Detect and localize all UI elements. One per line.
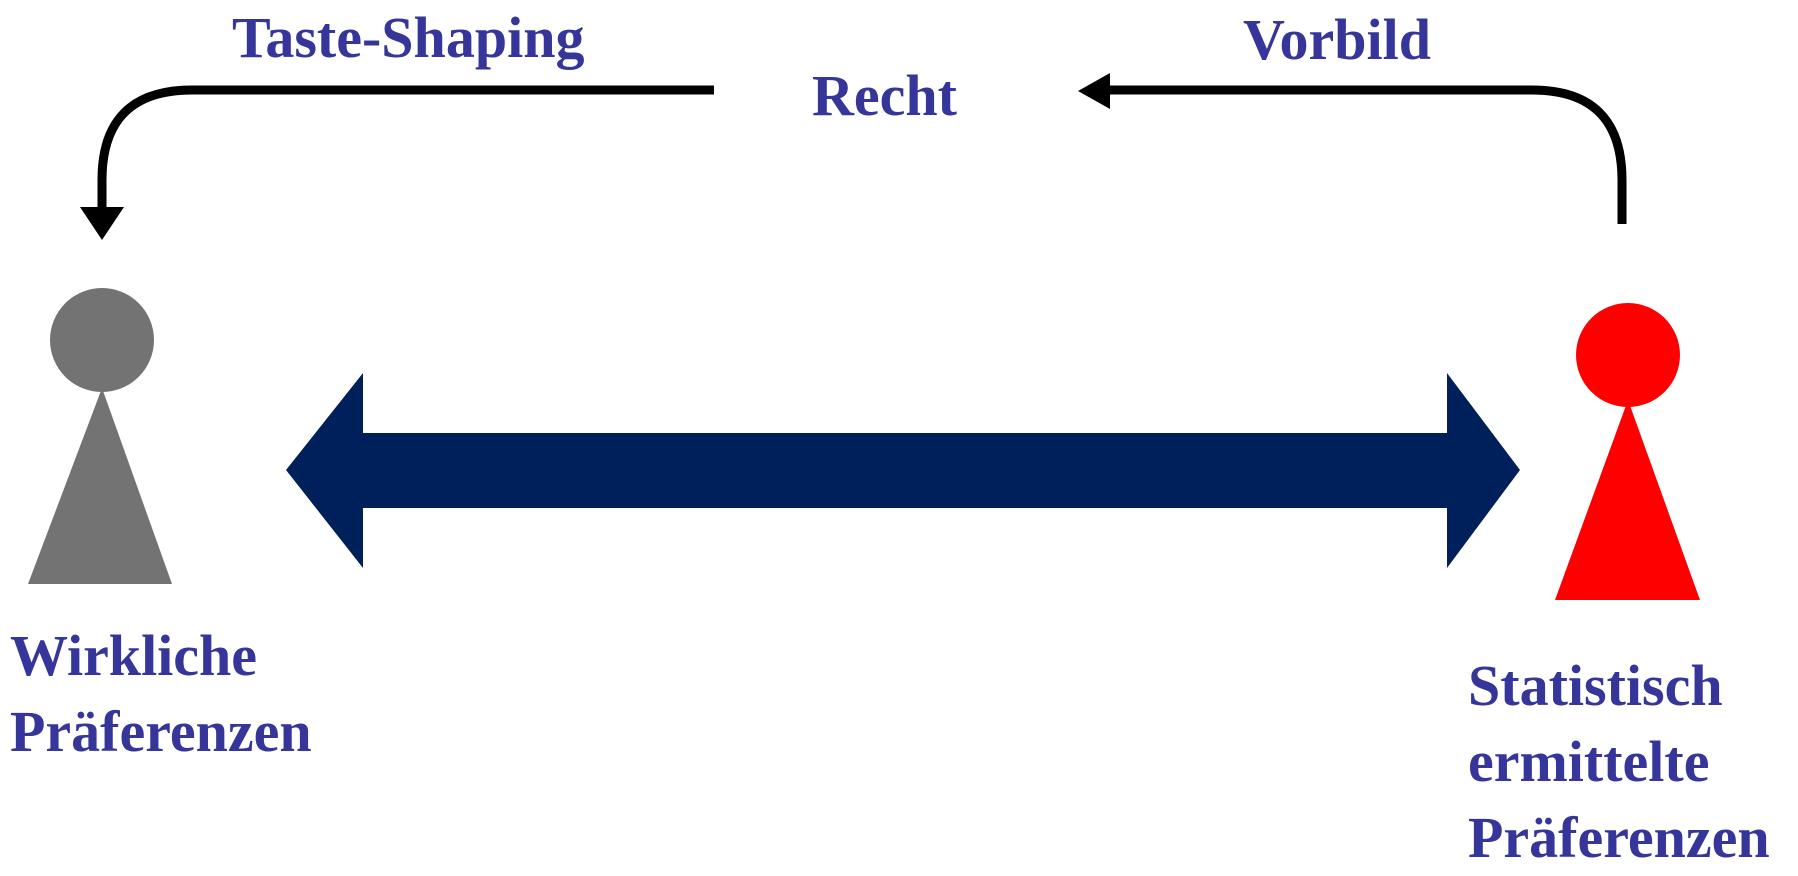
double-headed-arrow [286,373,1520,568]
taste-shaping-arrow [80,85,714,240]
vorbild-arrow [1078,73,1627,224]
vorbild-label: Vorbild [1243,7,1432,72]
right-label-line-2: ermittelte [1468,729,1710,794]
left-label-line-2: Präferenzen [10,699,312,764]
vorbild-arrowhead [1078,73,1110,109]
recht-label: Recht [812,63,957,128]
right-label-line-1: Statistisch [1468,653,1723,718]
right-label-line-3: Präferenzen [1468,805,1770,870]
taste-shaping-arrowhead [80,207,124,240]
statistisch-ermittelte-praeferenzen-label: Statistisch ermittelte Präferenzen [1468,648,1770,876]
wirkliche-praeferenzen-label: Wirkliche Präferenzen [10,618,312,770]
right-person-icon [1555,303,1700,600]
left-label-line-1: Wirkliche [10,623,258,688]
left-person-icon [28,288,172,584]
taste-shaping-label: Taste-Shaping [232,5,585,70]
